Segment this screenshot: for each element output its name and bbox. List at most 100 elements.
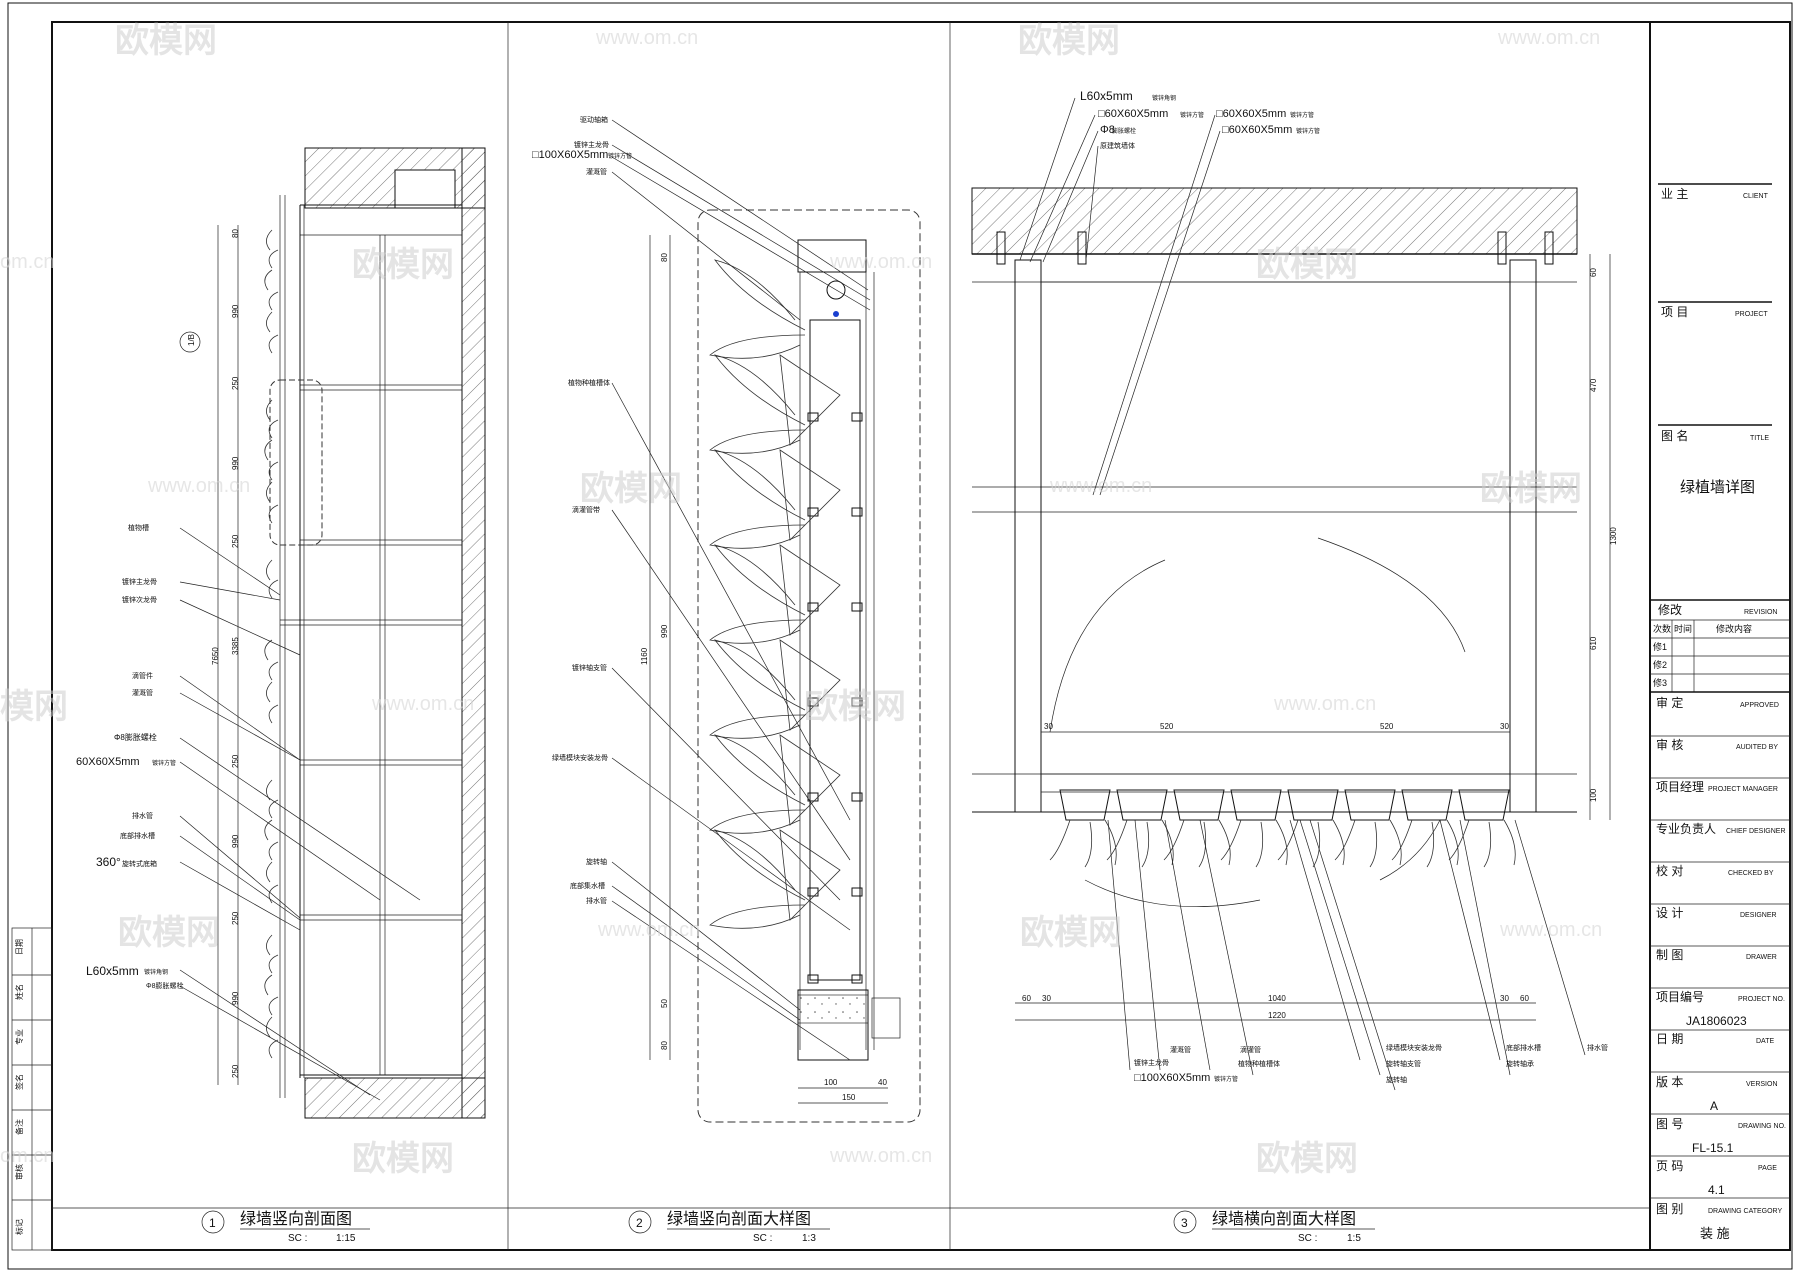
strip-label-4: 备注 <box>14 1119 24 1135</box>
watermark-brand-9: 欧模网 <box>1020 914 1122 952</box>
view2-label-9: 旋转轴 <box>586 857 607 866</box>
tb-rev-col-2: 修改内容 <box>1716 623 1752 634</box>
watermark-url-2: om.cn <box>0 251 54 273</box>
view3-ceiling-slab <box>971 187 1578 255</box>
view1-label-7: 镀锌方管 <box>152 759 176 767</box>
inner-border <box>51 21 1791 1251</box>
tb-page-value: 4.1 <box>1708 1183 1725 1197</box>
view2-dim-h-1: 40 <box>878 1078 887 1087</box>
view3-dim-bottom-0: 60 <box>1022 994 1031 1003</box>
view1-number: 1 <box>209 1216 216 1230</box>
view1-bottom-slab <box>304 1077 486 1119</box>
tb-revision-en: REVISION <box>1744 609 1777 616</box>
watermark-url-7: www.om.cn <box>1273 693 1376 715</box>
tb-project-label: 项 目 <box>1661 305 1688 319</box>
strip-label-6: 标记 <box>14 1219 24 1235</box>
view3-label-1: 镀锌角钢 <box>1152 94 1176 102</box>
tb-fields: 审 定 APPROVED 审 核 AUDITED BY 项目经理 PROJECT… <box>1650 695 1790 989</box>
tb-field-2-en: PROJECT MANAGER <box>1708 786 1778 793</box>
view2-label-5: 植物种植槽体 <box>568 378 610 387</box>
tb-field-0-en: APPROVED <box>1740 702 1779 709</box>
watermark-brand-10: 欧模网 <box>352 1140 454 1178</box>
tb-field-5-en: DESIGNER <box>1740 912 1777 919</box>
view1-dim-5: 3385 <box>231 637 240 655</box>
watermark-brand-8: 欧模网 <box>118 914 220 952</box>
tb-rev-row-0: 修1 <box>1653 641 1667 652</box>
view2-drawing: 80 1160 990 50 80 100 40 150 驱动轴箱 镀锌主龙骨 … <box>532 115 921 1123</box>
watermark-brand-6: 模网 <box>0 688 68 726</box>
view1-label-9: 底部排水槽 <box>120 831 155 840</box>
view2-dim-v-0: 80 <box>660 253 669 262</box>
strip-label-3: 签名 <box>14 1074 24 1090</box>
view3-dim-bottom-4: 60 <box>1520 994 1529 1003</box>
view2-label-8: 绿墙模块安装龙骨 <box>552 753 608 762</box>
left-strip-table: 日期 姓名 专业 签名 备注 审核 标记 <box>11 927 53 1251</box>
tb-version-label: 版 本 <box>1656 1075 1683 1089</box>
watermark-url-10: om.cn <box>0 1145 54 1167</box>
view1-label-5: Φ8膨胀螺栓 <box>114 732 157 742</box>
view3-dim-bottom-2: 1040 <box>1268 994 1286 1003</box>
view3-label-15: 滴灌管 <box>1240 1045 1261 1054</box>
view3-label-2: □60X60X5mm <box>1098 108 1168 120</box>
tb-field-4: 校 对 <box>1656 863 1683 878</box>
view3-dim-bottom-1: 30 <box>1042 994 1051 1003</box>
view3-dim-v-4: 100 <box>1589 788 1598 802</box>
view1-label-6: 60X60X5mm <box>76 756 140 768</box>
tb-title-label: 图 名 <box>1661 428 1688 443</box>
view2-label-6: 滴灌管带 <box>572 505 600 514</box>
tb-revision-label: 修改 <box>1658 602 1682 617</box>
view3-dim-top-0: 30 <box>1044 722 1053 731</box>
view3-scale-label: SC : <box>1298 1233 1317 1244</box>
view1-dim-6: 7650 <box>211 647 220 665</box>
watermark-url-0: www.om.cn <box>595 27 698 49</box>
tb-version-en: VERSION <box>1746 1081 1778 1088</box>
watermark-brand-7: 欧模网 <box>804 688 906 726</box>
outer-border <box>7 2 1793 1270</box>
tb-client-en: CLIENT <box>1743 193 1769 200</box>
tb-category-label: 图 别 <box>1656 1202 1683 1216</box>
strip-label-5: 审核 <box>14 1164 24 1180</box>
view1-title: 绿墙竖向剖面图 <box>240 1210 352 1228</box>
view1-label-1: 镀锌主龙骨 <box>122 577 157 586</box>
view1-axis-label: 1/B <box>187 334 196 346</box>
tb-field-0: 审 定 <box>1656 695 1683 710</box>
view3-label-11: 镀锌主龙骨 <box>1134 1058 1169 1067</box>
tb-client-label: 业 主 <box>1661 187 1688 201</box>
view1-label-8: 排水管 <box>132 811 153 820</box>
view3-dim-top-2: 520 <box>1380 722 1394 731</box>
strip-label-2: 专业 <box>14 1029 24 1045</box>
view1-dim-11: 250 <box>231 1064 240 1078</box>
view3-label-17: 绿墙模块安装龙骨 <box>1386 1043 1442 1052</box>
view3-label-22: 排水管 <box>1587 1043 1608 1052</box>
tb-field-3: 专业负责人 <box>1656 821 1716 836</box>
view2-dim-h-0: 100 <box>824 1078 838 1087</box>
view3-dim-v-1: 470 <box>1589 378 1598 392</box>
watermark-brand-0: 欧模网 <box>115 22 217 60</box>
view1-dim-2: 250 <box>231 376 240 390</box>
view3-label-8: 镀锌方管 <box>1290 111 1314 119</box>
view2-scale-label: SC : <box>753 1233 772 1244</box>
view1-dim-3: 990 <box>231 456 240 470</box>
tb-category-value: 装 施 <box>1700 1226 1730 1241</box>
view2-number: 2 <box>636 1216 643 1230</box>
view3-label-13: 镀锌方管 <box>1214 1075 1238 1083</box>
view3-label-4: Φ8 <box>1100 124 1115 136</box>
view2-detail-frame <box>697 209 921 1123</box>
view2-title: 绿墙竖向剖面大样图 <box>667 1210 811 1228</box>
view-title-2: 2 绿墙竖向剖面大样图 SC : 1:3 <box>628 1210 830 1244</box>
tb-title-value: 绿植墙详图 <box>1680 479 1755 496</box>
watermark-url-11: www.om.cn <box>829 1145 932 1167</box>
title-block: 业 主 CLIENT 项 目 PROJECT 图 名 TITLE 绿植墙详图 修… <box>1650 183 1790 1241</box>
view3-label-5: 膨胀螺栓 <box>1112 127 1136 135</box>
view1-label-2: 镀锌次龙骨 <box>122 595 157 604</box>
view3-number: 3 <box>1181 1216 1188 1230</box>
tb-field-1-en: AUDITED BY <box>1736 744 1778 751</box>
view-title-1: 1 绿墙竖向剖面图 SC : 1:15 <box>201 1210 370 1244</box>
view3-label-16: 植物种植槽体 <box>1238 1059 1280 1068</box>
tb-drawing-no-en: DRAWING NO. <box>1738 1123 1786 1130</box>
tb-drawing-no-value: FL-15.1 <box>1692 1141 1734 1155</box>
tb-project-en: PROJECT <box>1735 311 1768 318</box>
tb-page-en: PAGE <box>1758 1165 1777 1172</box>
view3-label-10: 镀锌方管 <box>1296 127 1320 135</box>
